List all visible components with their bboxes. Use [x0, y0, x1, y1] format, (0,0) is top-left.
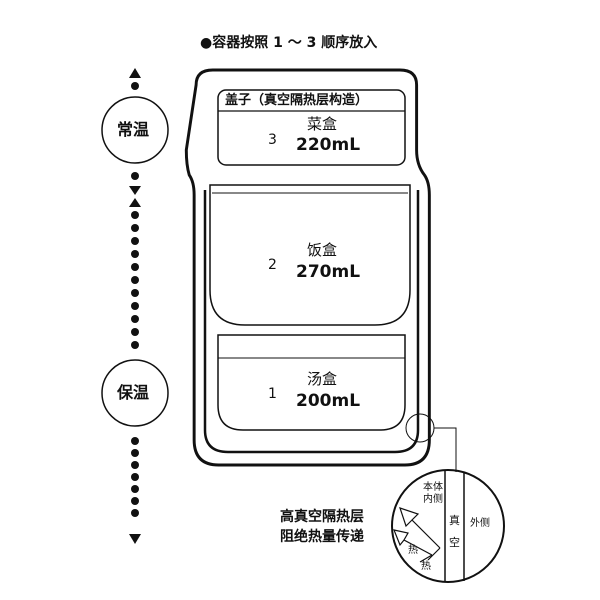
temperature-axis — [101, 68, 169, 544]
heat-label-1: 热 — [408, 545, 418, 556]
rice-box — [209, 184, 411, 326]
arrow-up-icon — [129, 68, 141, 78]
soup-volume: 200mL — [296, 391, 361, 411]
arrow-down-icon — [129, 534, 141, 544]
container-outer-wall — [184, 68, 431, 467]
heat-label-2: 热 — [421, 561, 431, 572]
axis-dot — [131, 289, 139, 297]
caption-line2: 阻绝热量传递 — [280, 529, 364, 545]
lid-number: 3 — [268, 132, 277, 148]
warm-zone-circle — [101, 359, 169, 427]
heat-arrows-icon — [393, 507, 441, 563]
rice-number: 2 — [268, 257, 277, 273]
axis-dot — [131, 473, 139, 481]
axis-dot — [131, 276, 139, 284]
axis-dot — [131, 315, 139, 323]
lid-box — [217, 89, 406, 166]
detail-circle — [391, 469, 505, 583]
axis-dot — [131, 224, 139, 232]
title: ●容器按照 1 ～ 3 顺序放入 — [200, 35, 378, 51]
axis-dot — [131, 461, 139, 469]
arrow-up-icon — [129, 198, 141, 207]
rice-volume: 270mL — [296, 262, 361, 282]
lid-name: 菜盒 — [307, 115, 338, 133]
normal-zone-label: 常温 — [117, 120, 150, 139]
axis-dot — [131, 497, 139, 505]
warm-zone-label: 保温 — [117, 383, 150, 402]
lid-label: 盖子（真空隔热层构造） — [225, 93, 369, 108]
inner-side-label: 本体内侧 — [423, 482, 443, 505]
axis-dot — [131, 328, 139, 336]
lid-volume: 220mL — [296, 135, 361, 155]
soup-box — [217, 334, 406, 431]
axis-dot — [131, 250, 139, 258]
axis-dot — [131, 302, 139, 310]
axis-dot — [131, 341, 139, 349]
axis-dot — [131, 263, 139, 271]
axis-dot — [131, 485, 139, 493]
axis-dot — [131, 437, 139, 445]
outer-side-label: 外侧 — [470, 518, 490, 529]
axis-dot — [131, 449, 139, 457]
rice-name: 饭盒 — [307, 241, 338, 259]
axis-dot — [131, 509, 139, 517]
soup-name: 汤盒 — [307, 370, 338, 388]
axis-dot — [131, 237, 139, 245]
caption-line1: 高真空隔热层 — [280, 509, 364, 525]
container-inner-wall — [203, 190, 420, 454]
axis-dot — [131, 211, 139, 219]
normal-zone-circle — [101, 96, 169, 164]
vacuum-label: 真空 — [449, 514, 460, 549]
soup-number: 1 — [268, 386, 277, 402]
arrow-down-icon — [129, 186, 141, 195]
